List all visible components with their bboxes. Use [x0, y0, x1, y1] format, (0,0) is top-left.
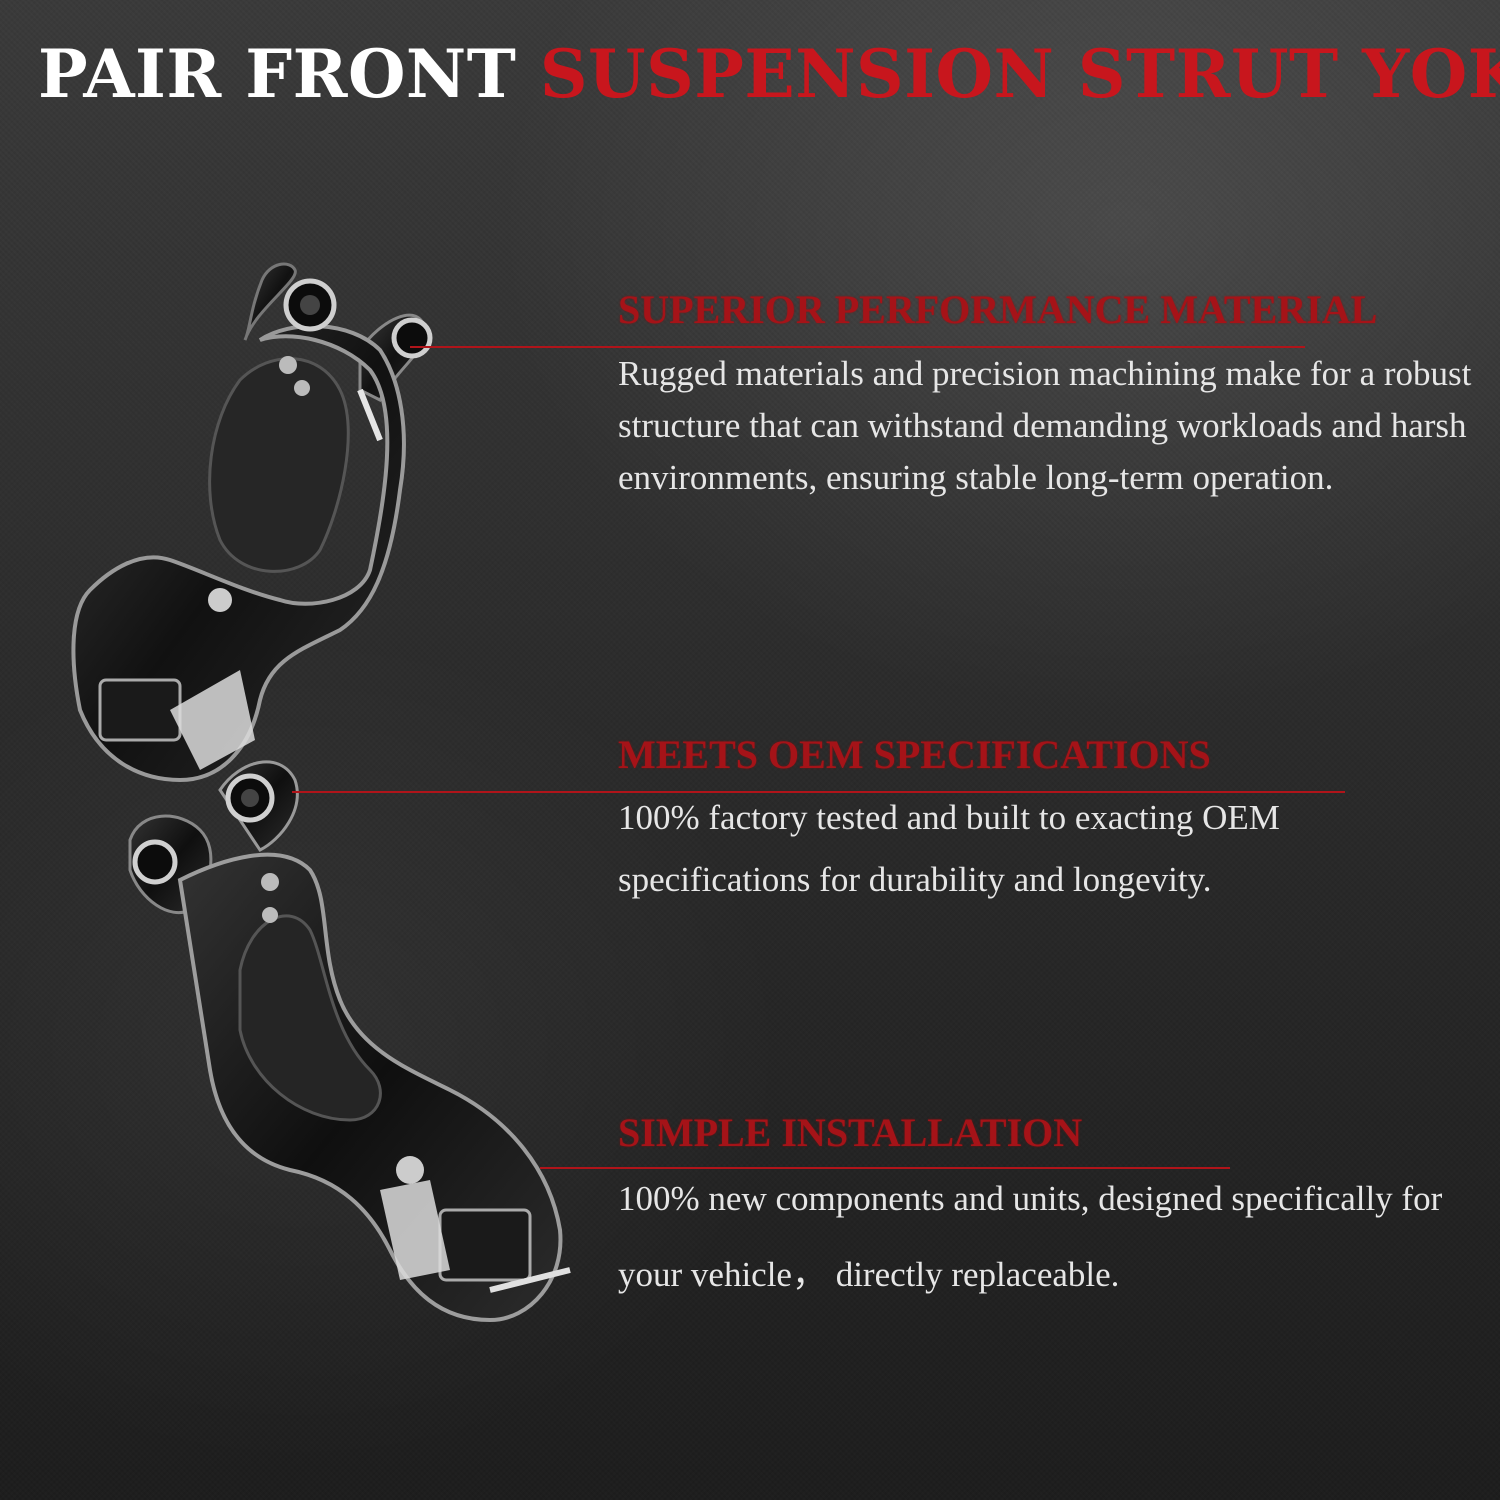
title-red: SUSPENSION STRUT YOKE [539, 35, 1500, 113]
leader-line-1 [410, 346, 1305, 348]
feature-material: SUPERIOR PERFORMANCE MATERIAL Rugged mat… [618, 290, 1478, 504]
feature-heading: MEETS OEM SPECIFICATIONS [618, 732, 1211, 777]
title-white: PAIR FRONT [38, 35, 517, 113]
feature-heading: SIMPLE INSTALLATION [618, 1110, 1083, 1155]
feature-body: Rugged materials and precision machining… [618, 354, 1472, 497]
feature-body: 100% factory tested and built to exactin… [618, 798, 1280, 899]
feature-installation: SIMPLE INSTALLATION 100% new components … [618, 1113, 1478, 1313]
feature-heading: SUPERIOR PERFORMANCE MATERIAL [618, 287, 1378, 332]
leader-line-3 [540, 1167, 1230, 1169]
leader-line-2 [292, 791, 1345, 793]
strut-yoke-upper-image [71, 262, 433, 783]
strut-yoke-lower-image [128, 760, 571, 1323]
feature-body: 100% new components and units, designed … [618, 1179, 1443, 1294]
feature-oem: MEETS OEM SPECIFICATIONS 100% factory te… [618, 735, 1478, 911]
page-title: PAIR FRONT SUSPENSION STRUT YOKE [38, 38, 1500, 111]
